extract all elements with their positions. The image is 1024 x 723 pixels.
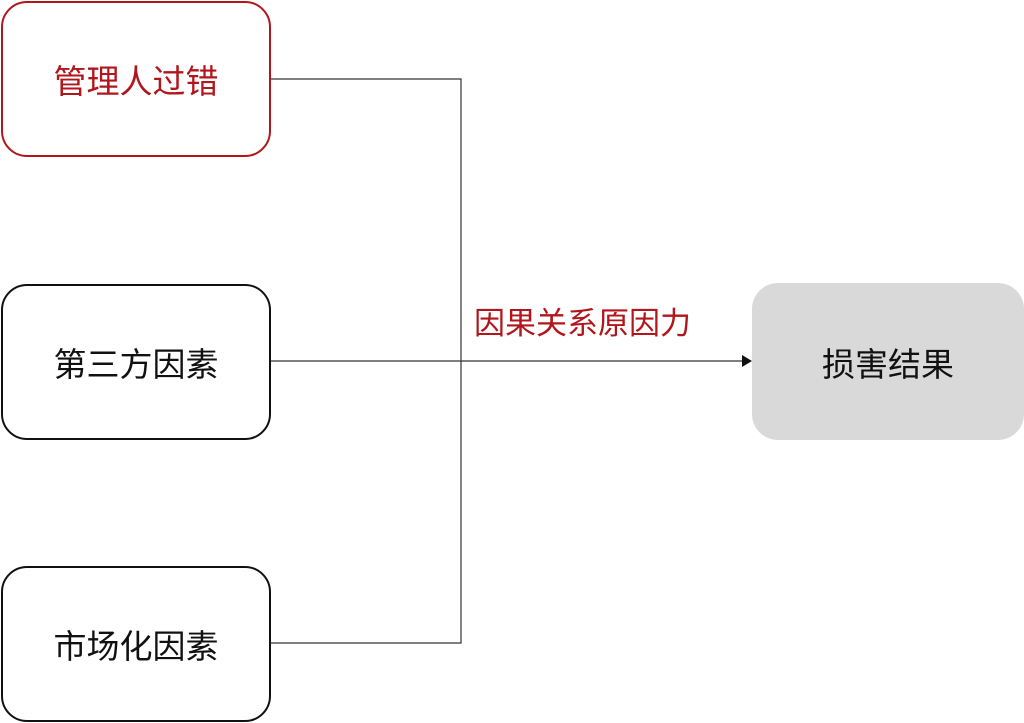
cause-label: 管理人过错 [53, 62, 219, 101]
cause-label: 市场化因素 [53, 627, 219, 666]
cause-box-manager-fault: 管理人过错 [1, 1, 271, 157]
result-box: 损害结果 [752, 283, 1024, 440]
result-label: 损害结果 [822, 344, 954, 384]
cause-box-market: 市场化因素 [1, 566, 271, 722]
cause-box-third-party: 第三方因素 [1, 284, 271, 440]
edge-label: 因果关系原因力 [474, 306, 691, 342]
cause-label: 第三方因素 [53, 345, 219, 384]
arrowhead-icon [742, 355, 752, 367]
